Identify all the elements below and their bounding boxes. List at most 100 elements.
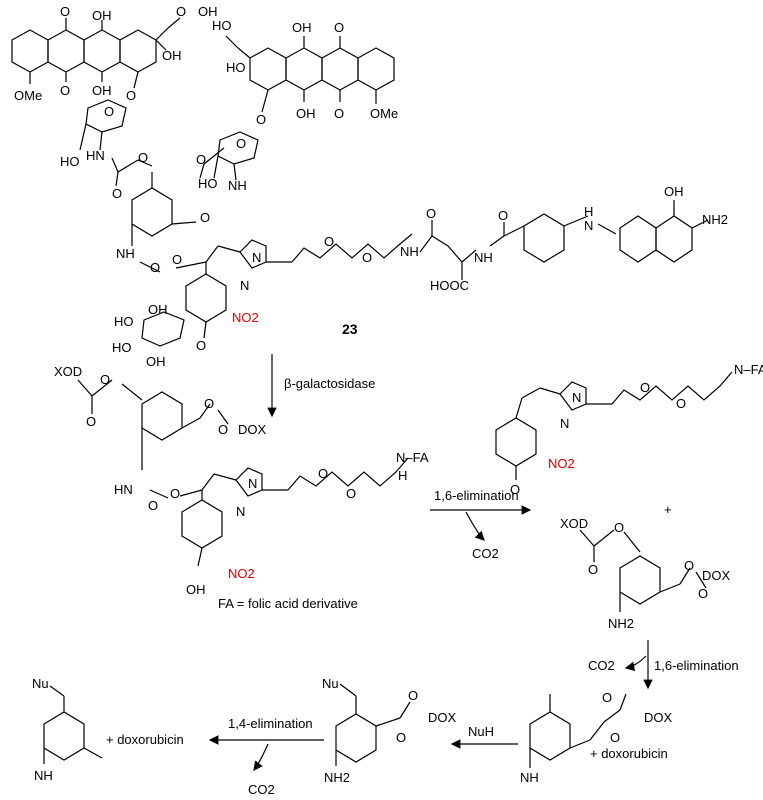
atom-label: O [396, 730, 406, 745]
atom-label: NH [116, 246, 135, 261]
atom-label: O [324, 234, 334, 249]
co2-label: CO2 [588, 658, 615, 673]
atom-label: HOOC [430, 278, 469, 293]
atom-label: N [252, 250, 261, 265]
atom-label: O [698, 586, 708, 601]
carbamate-linkers [111, 147, 225, 187]
atom-label: O [176, 4, 186, 19]
elimination-label: 1,6-elimination [654, 658, 739, 673]
atom-label: NH [228, 178, 247, 193]
atom-label: O [334, 20, 344, 35]
atom-label: DOX [428, 710, 457, 725]
atom-label: N [248, 476, 257, 491]
atom-label: N [240, 278, 249, 293]
atom-label: O [172, 252, 182, 267]
atom-label: O [100, 372, 110, 387]
doxorubicin-unit-right [225, 35, 395, 113]
atom-label: XOD [560, 516, 588, 531]
atom-label: O [614, 520, 624, 535]
atom-label: NH [34, 768, 53, 783]
atom-label: HO [198, 176, 218, 191]
atom-label: O [148, 498, 158, 513]
atom-label: O [196, 338, 206, 353]
atom-label: N–FA [396, 450, 429, 465]
elimination-label: 1,4-elimination [228, 716, 313, 731]
atom-label: OMe [14, 88, 42, 103]
atom-label: OH [92, 83, 112, 98]
atom-label: DOX [644, 710, 673, 725]
central-aryl [131, 172, 197, 246]
atom-label: OH [664, 184, 684, 199]
co2-release-arrow [465, 511, 485, 541]
atom-label: O [236, 136, 246, 151]
atom-label: O [60, 4, 70, 19]
atom-label: HO [226, 60, 246, 75]
aniline-intermediate [579, 529, 707, 612]
atom-label: Nu [32, 676, 49, 691]
nitro-group-label: NO2 [232, 310, 259, 325]
atom-label: O [126, 88, 136, 103]
atom-label: O [684, 558, 694, 573]
folate-unit [419, 200, 709, 280]
atom-label: HO [212, 18, 232, 33]
atom-label: NH2 [324, 770, 350, 785]
atom-label: OMe [370, 106, 398, 121]
sugar-rings [79, 99, 259, 181]
atom-label: OH [292, 20, 312, 35]
atom-label: NH [400, 244, 419, 259]
quinone-methide-product [495, 371, 733, 480]
nitro-group-label: NO2 [548, 456, 575, 471]
atom-label: HN [114, 482, 133, 497]
doxorubicin-unit-left [11, 17, 181, 89]
atom-label: O [218, 422, 228, 437]
atom-label: O [676, 396, 686, 411]
atom-label: O [640, 380, 650, 395]
elimination-label: 1,6-elimination [434, 488, 519, 503]
atom-label: O [256, 112, 266, 127]
atom-label: O [346, 486, 356, 501]
fa-definition: FA = folic acid derivative [218, 596, 358, 611]
atom-label: N [572, 390, 581, 405]
atom-label: O [602, 690, 612, 705]
atom-label: O [362, 250, 372, 265]
atom-label: O [498, 208, 508, 223]
intermediate-phenol [77, 379, 409, 567]
atom-label: OH [198, 4, 218, 19]
atom-label: O [426, 206, 436, 221]
atom-label: O [610, 730, 620, 745]
atom-label: HO [60, 154, 80, 169]
co2-release-arrow [253, 743, 269, 771]
atom-label: O [104, 104, 114, 119]
nucleophile-label: NuH [468, 724, 494, 739]
final-imine-product [43, 685, 103, 764]
atom-label: OH [148, 302, 168, 317]
atom-label: O [200, 210, 210, 225]
atom-label: N [584, 218, 593, 233]
doxorubicin-byproduct: + doxorubicin [590, 746, 668, 761]
atom-label: N [560, 416, 569, 431]
atom-label: H [584, 204, 593, 219]
atom-label: O [138, 150, 148, 165]
atom-label: O [112, 186, 122, 201]
atom-label: N [236, 504, 245, 519]
azaquinone-methide [529, 693, 627, 768]
atom-label: HO [112, 340, 132, 355]
co2-label: CO2 [248, 782, 275, 797]
atom-label: O [408, 688, 418, 703]
compound-23-structure: O OH O OH OMe O OH OH O OH O OH O OMe HO [11, 4, 728, 369]
atom-label: DOX [702, 568, 731, 583]
atom-label: HN [86, 148, 105, 163]
atom-label: O [204, 396, 214, 411]
atom-label: O [318, 466, 328, 481]
nu-adduct [335, 683, 411, 766]
enzyme-label: β-galactosidase [284, 376, 375, 391]
atom-label: O [588, 562, 598, 577]
compound-number: 23 [342, 321, 358, 337]
atom-label: N–FA [734, 362, 763, 377]
atom-label: OH [186, 582, 206, 597]
nitro-group-label: NO2 [228, 566, 255, 581]
atom-label: O [510, 482, 520, 497]
doxorubicin-byproduct: + doxorubicin [106, 732, 184, 747]
atom-label: OH [296, 106, 316, 121]
